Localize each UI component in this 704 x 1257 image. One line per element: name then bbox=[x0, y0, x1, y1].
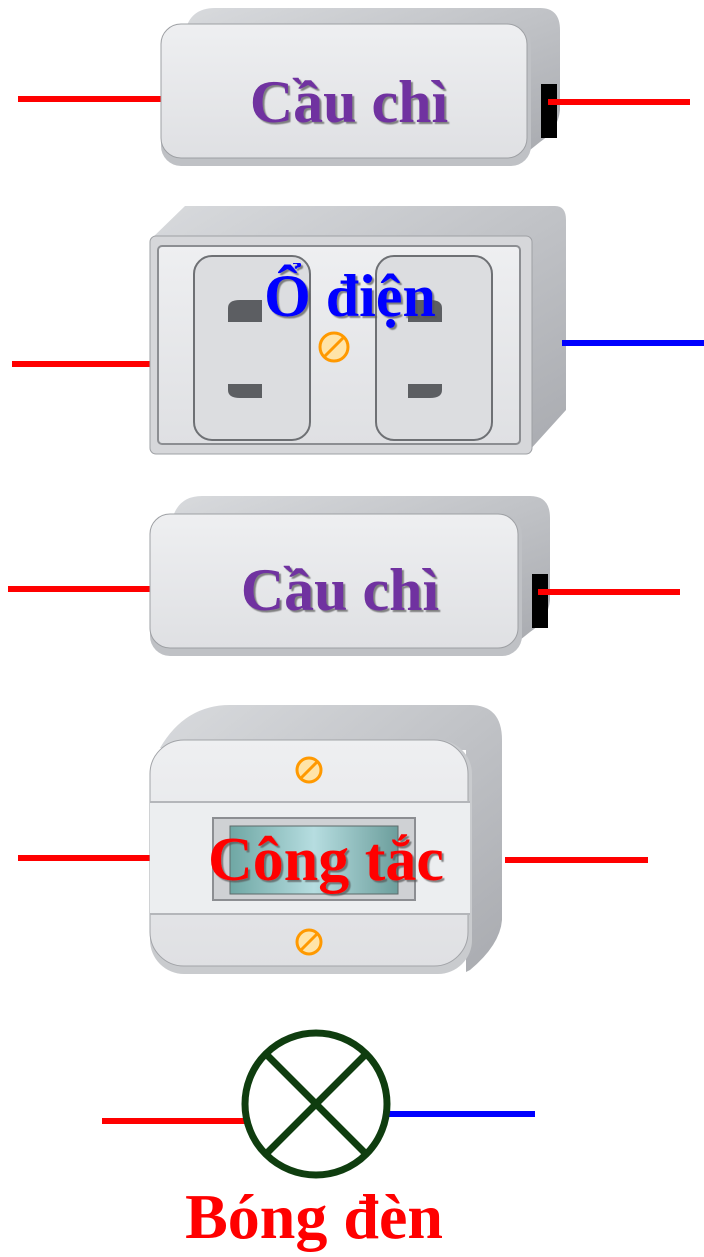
socket-outlet-left bbox=[193, 255, 311, 441]
socket-outlet-right bbox=[375, 255, 493, 441]
lamp-symbol-icon bbox=[241, 1029, 391, 1179]
switch-window bbox=[229, 825, 399, 895]
socket: Ổ điện bbox=[12, 206, 704, 455]
fuse-top-terminal bbox=[541, 84, 557, 138]
fuse-bottom-terminal bbox=[532, 574, 548, 628]
socket-label: Ổ điện bbox=[264, 263, 436, 329]
lamp: Bóng đèn bbox=[102, 1029, 535, 1252]
switch-label: Công tắc bbox=[208, 826, 444, 894]
screw-icon bbox=[295, 928, 323, 956]
fuse-bottom-label: Cầu chì bbox=[241, 557, 439, 623]
fuse-top: Cầu chì bbox=[18, 8, 690, 166]
screw-icon bbox=[318, 331, 350, 363]
fuse-top-label: Cầu chì bbox=[250, 69, 448, 135]
screw-icon bbox=[295, 756, 323, 784]
switch: Công tắc bbox=[18, 705, 648, 974]
fuse-bottom-face bbox=[149, 513, 519, 649]
socket-slot-left-top bbox=[228, 300, 262, 322]
socket-slot-left-bottom bbox=[228, 384, 262, 398]
fuse-top-side bbox=[185, 8, 560, 150]
lamp-label: Bóng đèn bbox=[185, 1181, 443, 1252]
socket-slot-right-top bbox=[408, 300, 442, 322]
fuse-top-face bbox=[160, 23, 528, 159]
socket-slot-right-bottom bbox=[408, 384, 442, 398]
socket-side bbox=[150, 206, 566, 452]
fuse-bottom: Cầu chì bbox=[8, 496, 680, 656]
